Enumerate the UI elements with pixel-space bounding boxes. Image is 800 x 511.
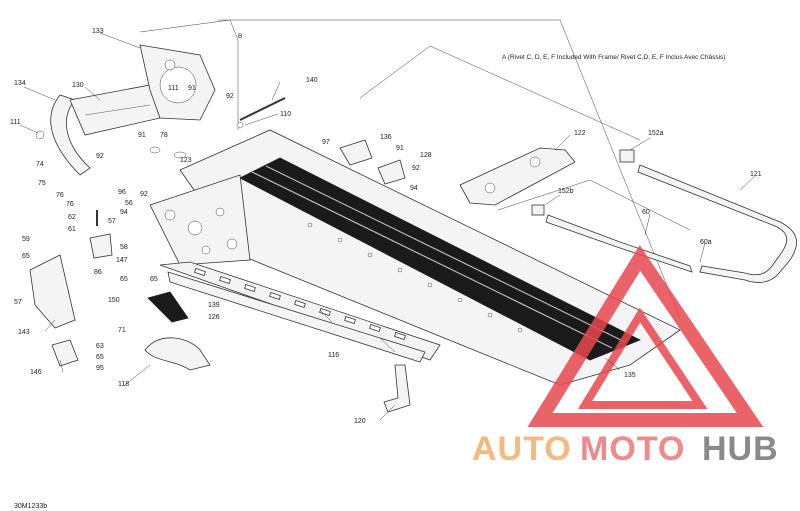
callout-65-c: 65 [150,276,158,283]
callout-61: 61 [68,226,76,233]
callout-62: 62 [68,214,76,221]
leader-lines [19,32,756,421]
rear-bracket-122 [459,147,576,206]
callout-118: 118 [118,381,129,388]
running-board [159,261,441,363]
callout-146: 146 [30,369,42,376]
callout-128: 128 [420,152,432,159]
callout-97: 97 [322,139,330,146]
callout-78: 78 [160,132,168,139]
callout-63: 63 [96,343,104,350]
callout-57-b: 57 [14,299,22,306]
callout-74: 74 [36,161,44,168]
callout-136: 136 [380,134,392,141]
callout-143: 143 [18,329,30,336]
callout-96: 96 [118,189,126,196]
callout-150: 150 [108,297,120,304]
group-a-bracket: A (Rivet C, D, E, F Included With Frame/… [359,45,725,231]
callout-116: 116 [328,352,339,359]
clip-152a [619,149,635,163]
callout-91: 91 [188,85,196,92]
callout-152a: 152a [648,130,664,137]
front-support [50,44,216,176]
callout-92-c: 92 [140,191,148,198]
callout-130: 130 [72,82,84,89]
callout-92-b: 92 [96,153,104,160]
watermark-hub: HUB [702,430,779,468]
callout-71: 71 [118,327,126,334]
callout-111: 111 [10,119,21,126]
callout-94: 94 [120,209,128,216]
clip-152b [531,204,545,216]
label-b: B [238,33,242,40]
callout-92: 92 [226,93,234,100]
callout-86: 86 [94,269,102,276]
callout-56: 56 [125,200,133,207]
callout-111-b: 111 [168,85,179,92]
tunnel-frame [149,129,681,386]
callout-94-b: 94 [410,185,418,192]
callout-59: 59 [22,236,30,243]
callout-133: 133 [92,28,104,35]
callout-75: 75 [38,180,46,187]
callout-121: 121 [750,171,762,178]
callout-120: 120 [354,418,366,425]
callout-135: 135 [624,372,636,379]
watermark-logo [527,245,764,427]
callout-60: 60 [642,209,650,216]
callout-92-d: 92 [412,165,420,172]
note-a: A (Rivet C, D, E, F Included With Frame/… [502,54,725,61]
callout-140: 140 [306,77,318,84]
callout-126: 126 [208,314,220,321]
callout-134: 134 [14,80,26,87]
callout-139: 139 [208,302,220,309]
watermark-moto: MOTO [580,430,685,468]
bumper-121 [545,164,797,283]
callout-91-b: 91 [138,132,146,139]
small-parts [29,97,411,413]
callout-76: 76 [56,192,64,199]
callout-76-b: 76 [66,201,74,208]
callout-65-d: 65 [96,354,104,361]
callout-57: 57 [108,218,116,225]
callout-152b: 152b [558,188,574,195]
callout-110: 110 [280,111,291,118]
callout-147: 147 [116,257,128,264]
callout-95: 95 [96,365,104,372]
watermark-auto: AUTO [472,430,572,468]
callout-122: 122 [574,130,586,137]
callout-91-c: 91 [396,145,404,152]
callout-65-b: 65 [120,276,128,283]
group-b-bracket: B [139,19,681,319]
diagram-reference-code: 30M1233b [14,503,47,510]
callout-65: 65 [22,253,30,260]
callout-60a: 60a [700,239,712,246]
callout-58: 58 [120,244,128,251]
callout-123: 123 [180,157,192,164]
callout-labels: 133 130 134 111 111 91 92 140 110 91 78 … [10,28,762,425]
